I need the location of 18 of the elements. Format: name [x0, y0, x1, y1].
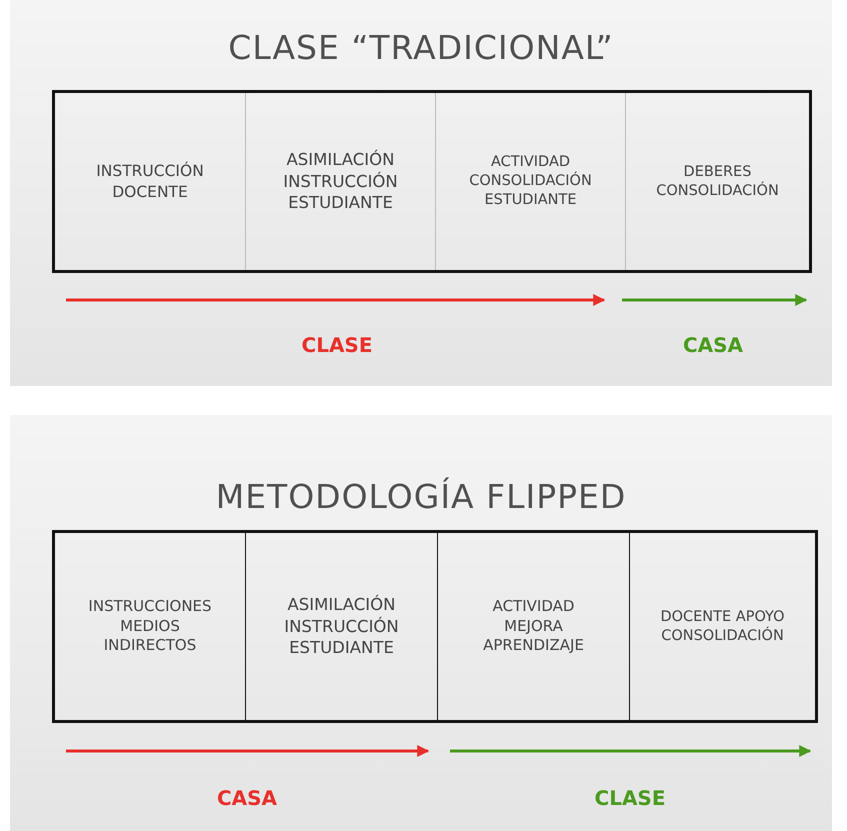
table-frame — [52, 90, 812, 273]
cell-text: INSTRUCCIONES MEDIOS INDIRECTOS — [87, 597, 213, 656]
cell-text: DEBERES CONSOLIDACIÓN — [655, 162, 780, 200]
cell-text: ASIMILACIÓN INSTRUCCIÓN ESTUDIANTE — [283, 594, 400, 659]
slide-title: CLASE “TRADICIONAL” — [227, 28, 615, 67]
cell-text: ASIMILACIÓN INSTRUCCIÓN ESTUDIANTE — [282, 149, 399, 214]
cell-text: ACTIVIDAD CONSOLIDACIÓN ESTUDIANTE — [468, 153, 593, 210]
slide-panel — [10, 415, 832, 831]
arrow-label: CLASE — [594, 786, 666, 810]
arrow-label: CASA — [682, 333, 744, 357]
arrow-label: CLASE — [302, 333, 372, 357]
cell-text: INSTRUCCIÓN DOCENTE — [95, 161, 205, 202]
cell-text: DOCENTE APOYO CONSOLIDACIÓN — [659, 608, 786, 646]
cell-text: ACTIVIDAD MEJORA APRENDIZAJE — [482, 597, 585, 656]
arrow-label: CASA — [216, 786, 278, 810]
slide-panel — [10, 0, 832, 386]
table-frame — [52, 530, 818, 723]
slide-title: METODOLOGÍA FLIPPED — [214, 477, 628, 516]
